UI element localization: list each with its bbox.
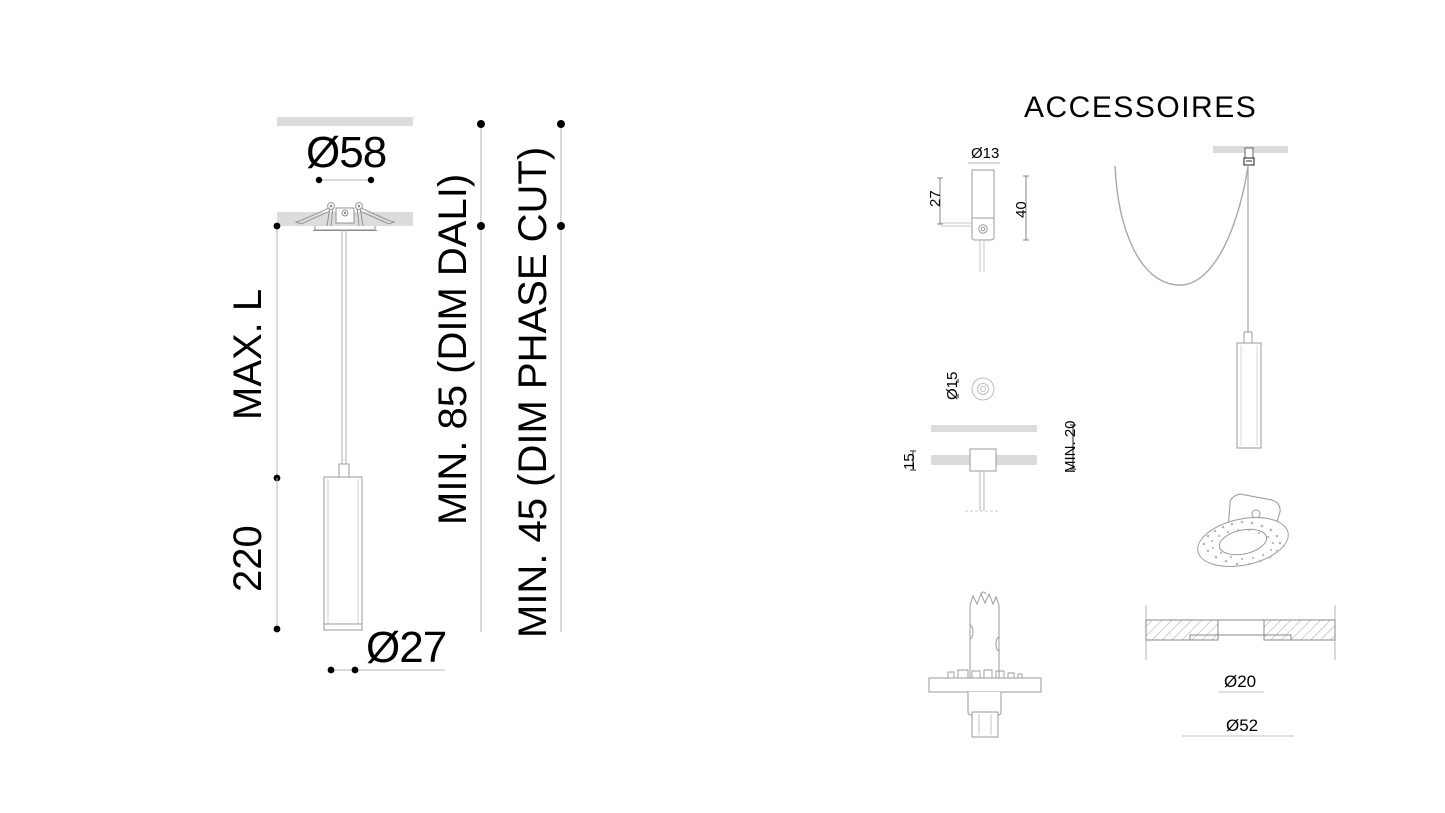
label-min-dali: MIN. 85 (DIM DALI) xyxy=(431,173,475,525)
dimension-d58 xyxy=(315,176,375,184)
swag-catenary-cable xyxy=(1114,165,1249,286)
accessory-ceiling-cutout-section xyxy=(1145,605,1336,737)
label-max-length: MAX. L xyxy=(226,288,270,420)
accessory-hole-saw-tool xyxy=(928,591,1042,738)
label-diameter-top: Ø58 xyxy=(306,128,387,177)
dimension-max-l xyxy=(273,222,281,482)
label-clip-min20: MIN. 20 xyxy=(1062,420,1079,473)
clip-body xyxy=(969,448,997,472)
dimension-d27 xyxy=(327,666,445,674)
cable-connector xyxy=(338,463,350,479)
accessories-title: ACCESSOIRES xyxy=(1024,91,1258,124)
label-clip-height-15: 15 xyxy=(901,453,918,470)
label-gripper-height-40: 40 xyxy=(1013,201,1030,218)
dimension-min45-phasecut xyxy=(557,120,565,632)
label-gripper-height-27: 27 xyxy=(927,190,944,207)
recessed-spring-mount-detail xyxy=(294,202,396,231)
accessory-perforated-trim-ring xyxy=(1197,493,1289,567)
label-body-length: 220 xyxy=(226,525,270,592)
structural-ceiling-bar xyxy=(931,425,1037,432)
accessory-cable-gripper xyxy=(937,162,1029,272)
dimension-220 xyxy=(273,478,281,633)
label-cutout-diameter-20: Ø20 xyxy=(1224,672,1257,691)
label-gripper-diameter: Ø13 xyxy=(971,145,1000,162)
label-cutout-diameter-52: Ø52 xyxy=(1226,716,1259,735)
label-diameter-body: Ø27 xyxy=(366,623,447,672)
dimension-min85-dali xyxy=(477,120,485,632)
main-view-group xyxy=(273,117,565,674)
pendant-cylinder-body xyxy=(323,476,363,631)
rosette-plan-view xyxy=(971,377,995,401)
label-min-phase-cut: MIN. 45 (DIM PHASE CUT) xyxy=(511,146,555,638)
accessory-swag-cable-pendant xyxy=(1114,146,1288,449)
ceiling-slab-upper xyxy=(277,117,413,126)
suspension-cable xyxy=(341,230,347,470)
label-rosette-diameter: Ø15 xyxy=(944,371,961,400)
accessory-ceiling-cable-clip xyxy=(910,377,1076,512)
